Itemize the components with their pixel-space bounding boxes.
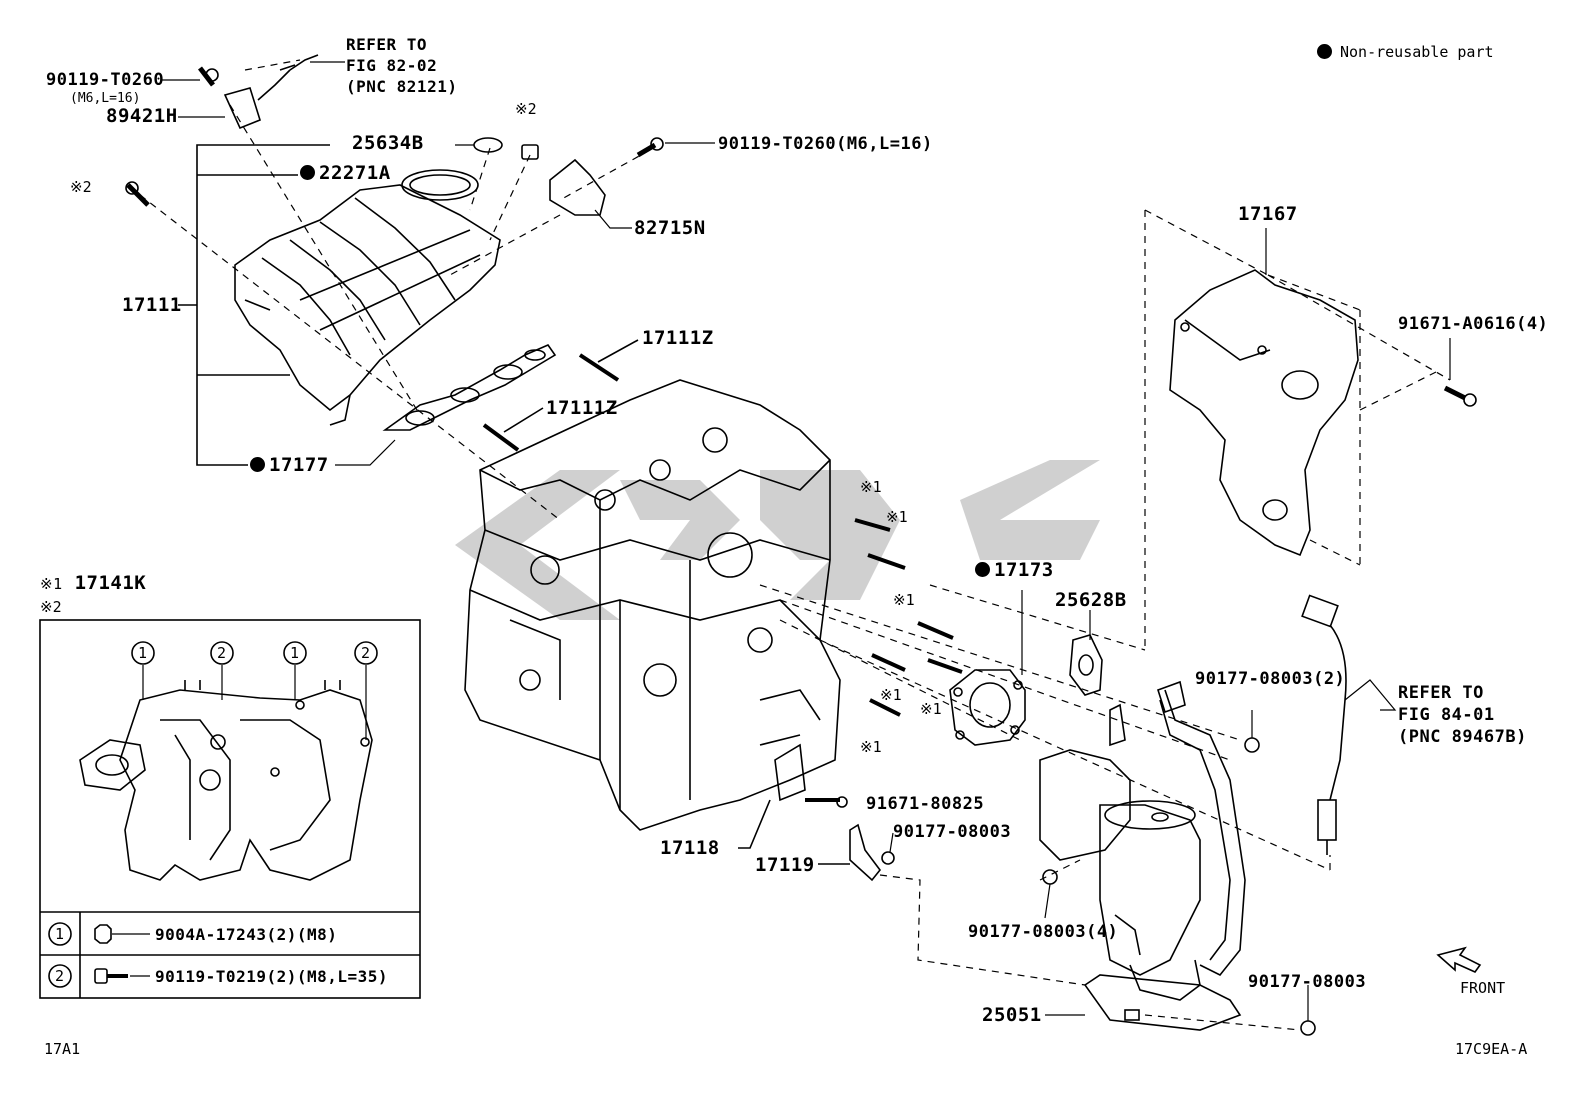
mark-2-left: ※2 [70,178,92,196]
label-90177-08003-2[interactable]: 90177-08003(2) [1195,669,1346,689]
refer-a-line1: REFER TO [346,35,428,54]
refer-a-line3[interactable]: (PNC 82121) [346,77,458,96]
inset-row2-number: 2 [55,967,65,985]
figure-code-right: 17C9EA-A [1455,1040,1528,1058]
label-22271a[interactable]: 22271A [300,163,391,184]
inset-row1-part[interactable]: 9004A-17243(2)(M8) [155,925,338,944]
exhaust-manifold-drawing [1039,680,1246,1031]
refer-b-line3[interactable]: (PNC 89467B) [1398,727,1527,747]
mark-2-top: ※2 [515,100,537,118]
engine-block-drawing [464,379,841,831]
front-label: FRONT [1460,979,1506,997]
label-89421h[interactable]: 89421H [106,105,178,127]
label-17118[interactable]: 17118 [660,837,720,859]
mark-1-a: ※1 [860,478,882,496]
gasket-17177-drawing [382,344,557,431]
mark-1-b: ※1 [886,508,908,526]
refer-b-line1: REFER TO [1398,683,1484,703]
inset-circle-1-a: 1 [138,644,148,662]
mark-1-d: ※1 [880,686,902,704]
inset-row1-number: 1 [55,925,65,943]
intake-manifold-drawing [234,169,501,426]
label-90119-t0260-a-spec: (M6,L=16) [70,91,141,106]
label-25634b[interactable]: 25634B [352,132,424,154]
label-17119[interactable]: 17119 [755,854,815,876]
mark-1-f: ※1 [860,738,882,756]
non-reusable-dot-icon [1317,44,1332,59]
legend-non-reusable: Non-reusable part [1317,43,1494,61]
label-91671-a0616[interactable]: 91671-A0616(4) [1398,314,1549,334]
heat-insulator-drawing [1169,269,1359,557]
inset-mark-2: ※2 [40,598,62,616]
inset-circle-1-b: 1 [290,644,300,662]
label-17111z-b[interactable]: 17111Z [546,397,618,419]
figure-code-left: 17A1 [44,1040,81,1058]
label-90119-t0260-b[interactable]: 90119-T0260(M6,L=16) [718,134,933,154]
non-reusable-dot-icon [250,457,265,472]
refer-a-line2[interactable]: FIG 82-02 [346,56,438,75]
inset-gasket-drawing [79,665,373,881]
gasket-17173-drawing [949,669,1026,746]
label-91671-80825[interactable]: 91671-80825 [866,794,985,814]
inset-row2-part[interactable]: 90119-T0219(2)(M8,L=35) [155,967,389,986]
label-90177-08003-a[interactable]: 90177-08003 [893,822,1012,842]
label-17111[interactable]: 17111 [122,294,182,316]
oxygen-sensor-drawing [1301,594,1347,855]
inset-circle-2-a: 2 [217,644,227,662]
watermark-logo [455,460,1100,620]
mark-1-c: ※1 [893,591,915,609]
label-17111z-a[interactable]: 17111Z [642,327,714,349]
inset-heading: ※1 17141K [40,572,147,594]
label-25628b[interactable]: 25628B [1055,589,1127,611]
label-82715n[interactable]: 82715N [634,217,706,239]
mark-1-e: ※1 [920,700,942,718]
non-reusable-dot-icon [300,165,315,180]
label-90119-t0260-a[interactable]: 90119-T0260 [46,70,165,90]
refer-b-line2[interactable]: FIG 84-01 [1398,705,1495,725]
inset-circle-2-b: 2 [361,644,371,662]
label-17173[interactable]: 17173 [975,560,1054,581]
non-reusable-dot-icon [975,562,990,577]
label-90177-08003-4[interactable]: 90177-08003(4) [968,922,1119,942]
label-17167[interactable]: 17167 [1238,203,1298,225]
label-25051[interactable]: 25051 [982,1004,1042,1026]
label-90177-08003-b[interactable]: 90177-08003 [1248,972,1367,992]
label-17177[interactable]: 17177 [250,455,329,476]
